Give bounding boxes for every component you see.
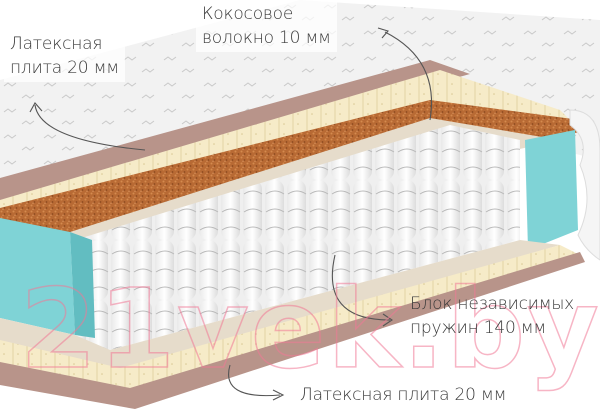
label-top-latex: Латексная плита 20 мм xyxy=(4,30,125,82)
bottom-latex-layer xyxy=(0,245,580,390)
label-bottom-latex: Латексная плита 20 мм xyxy=(300,383,506,407)
label-springs: Блок независимых пружин 140 мм xyxy=(410,292,574,340)
perimeter-foam-right xyxy=(525,130,578,250)
label-springs-line2: пружин 140 мм xyxy=(410,318,547,338)
leader-arrows xyxy=(29,27,433,401)
label-top-latex-line1: Латексная xyxy=(10,34,103,54)
bottom-felt xyxy=(0,240,560,372)
label-coconut-line1: Кокосовое xyxy=(202,4,294,24)
watermark: 21vek.by xyxy=(19,264,600,394)
label-bottom-latex-line1: Латексная плита 20 мм xyxy=(300,385,507,405)
label-top-latex-line2: плита 20 мм xyxy=(10,58,119,78)
label-coconut: Кокосовое волокно 10 мм xyxy=(196,0,337,52)
bottom-brown-base xyxy=(0,252,585,409)
label-coconut-line2: волокно 10 мм xyxy=(202,28,331,48)
label-springs-line1: Блок независимых xyxy=(410,294,575,314)
cover-wrap-right xyxy=(569,109,600,261)
perimeter-foam-left xyxy=(0,218,75,335)
spring-block xyxy=(75,125,520,350)
